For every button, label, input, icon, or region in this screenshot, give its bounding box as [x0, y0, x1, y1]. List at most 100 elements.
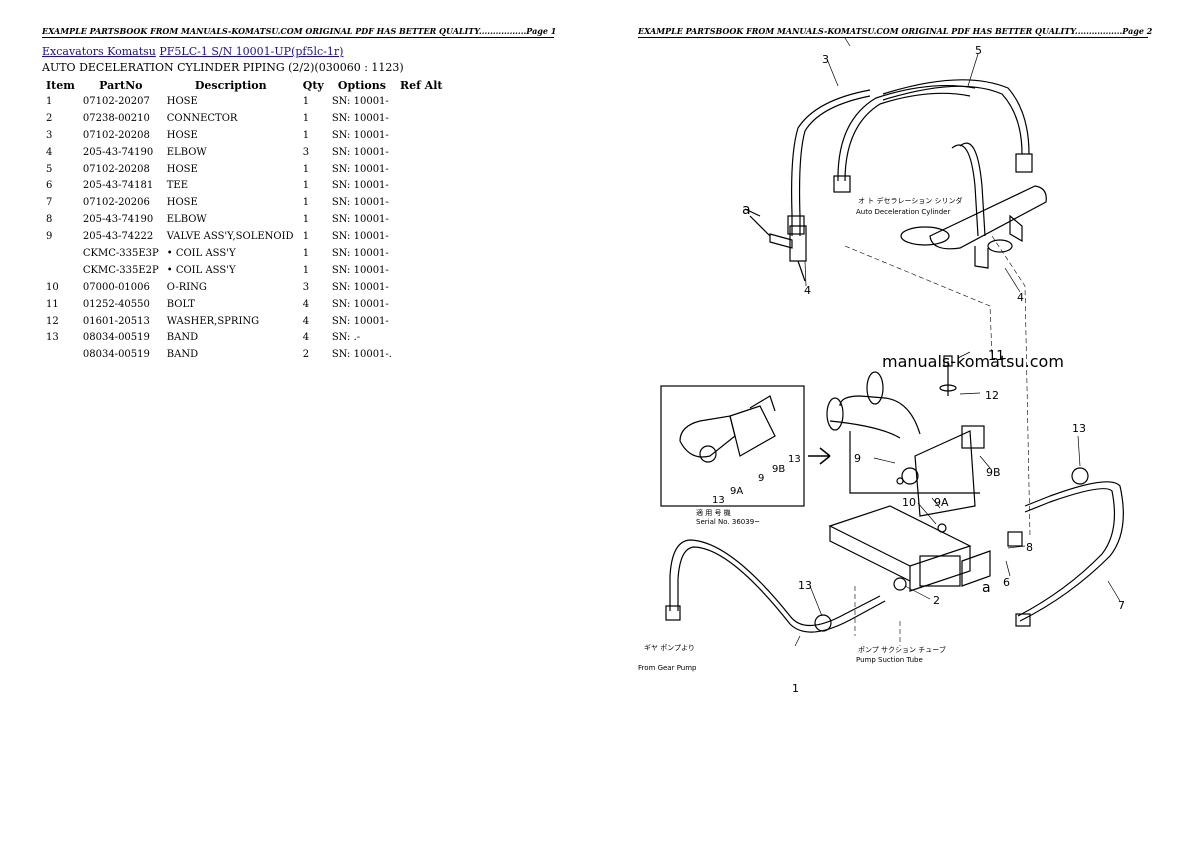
cell-partno: 07102-20206: [82, 197, 150, 209]
cell-qty: 2: [302, 349, 310, 361]
col-header-description: Description: [194, 78, 267, 92]
parts-diagram: 3 5 4 4 a 11 12 9 9A 9B 10 8 6 2 a 13 13…: [638, 37, 1125, 695]
cell-description: HOSE: [166, 197, 198, 209]
cell-qty: 4: [302, 298, 310, 310]
col-header-ref-alt: Ref Alt: [399, 78, 443, 92]
cell-item: [42, 346, 79, 363]
col-header-options: Options: [337, 78, 386, 92]
cell-qty: 4: [302, 332, 310, 344]
elbow-left: [744, 208, 807, 282]
cell-item: 4: [46, 146, 53, 158]
cell-options: SN: 10001-: [331, 197, 389, 209]
cell-options: SN: 10001-: [331, 95, 389, 107]
cell-qty: 1: [302, 214, 310, 226]
cell-description: • COIL ASS'Y: [166, 247, 236, 259]
breadcrumb-link-model[interactable]: PF5LC-1 S/N 10001-UP(pf5lc-1r): [159, 45, 344, 58]
hose-7: [1007, 467, 1124, 627]
callout: 4: [1017, 291, 1024, 304]
cell-ref-alt: [396, 144, 447, 161]
callout: 11: [988, 349, 1005, 364]
cell-ref-alt: [396, 329, 447, 346]
cell-options: SN: 10001-: [331, 146, 389, 158]
cell-description: WASHER,SPRING: [166, 315, 260, 327]
cell-item: 1: [46, 95, 53, 107]
cell-qty: 1: [302, 197, 310, 209]
cell-description: BAND: [166, 332, 199, 344]
auto-deceleration-cylinder: [900, 185, 1047, 269]
cell-partno: 01601-20513: [82, 315, 150, 327]
cell-ref-alt: [396, 110, 447, 127]
cell-options: SN: 10001-: [331, 264, 389, 276]
cell-qty: 1: [302, 112, 310, 124]
callout: 9B: [986, 466, 1001, 479]
cell-item: 6: [46, 180, 53, 192]
page2-header: EXAMPLE PARTSBOOK FROM MANUALS-KOMATSU.C…: [638, 26, 1153, 38]
cell-partno: 205-43-74190: [82, 214, 154, 226]
callout: 9B: [772, 464, 785, 475]
cell-qty: 3: [302, 146, 310, 158]
diagram-notes: オ ト デセラレーション シリンダ Auto Deceleration Cyli…: [638, 196, 963, 672]
cell-description: CONNECTOR: [166, 112, 238, 124]
cell-partno: 08034-00519: [82, 332, 150, 344]
breadcrumb-link-excavators[interactable]: Excavators Komatsu: [42, 45, 156, 58]
cell-item: 9: [46, 231, 53, 243]
callout: 8: [1026, 541, 1033, 554]
callout: 4: [804, 284, 811, 297]
hose-fitting: [787, 215, 805, 235]
cell-partno: 07102-20208: [82, 163, 150, 175]
cell-options: SN: 10001-: [331, 315, 389, 327]
cell-item: 5: [46, 163, 53, 175]
cell-item: 8: [46, 214, 53, 226]
cell-partno: 07102-20208: [82, 129, 150, 141]
col-header-partno: PartNo: [99, 78, 143, 92]
callout: 9: [758, 473, 764, 484]
cell-item: 13: [46, 332, 59, 344]
cell-partno: 08034-00519: [82, 349, 150, 361]
callout: 13: [788, 454, 801, 465]
cell-ref-alt: [396, 127, 447, 144]
cell-options: SN: 10001-: [331, 163, 389, 175]
callout: 13: [798, 579, 812, 592]
serial-en-label: Serial No. 36039~: [696, 518, 760, 526]
serial-jp-label: 適 用 号 機: [696, 508, 731, 517]
cell-description: ELBOW: [166, 146, 207, 158]
cell-options: SN: 10001-: [331, 180, 389, 192]
cell-ref-alt: [396, 93, 447, 110]
page-title: AUTO DECELERATION CYLINDER PIPING (2/2)(…: [42, 61, 404, 74]
cell-item: 2: [46, 112, 53, 124]
cell-ref-alt: [396, 228, 447, 245]
cell-ref-alt: [396, 313, 447, 330]
callout: 13: [712, 495, 725, 506]
cell-ref-alt: [396, 161, 447, 178]
reference-lines: [844, 235, 1031, 646]
cell-options: SN: 10001-: [331, 298, 389, 310]
cell-item: 10: [46, 281, 59, 293]
callout: 12: [985, 389, 999, 402]
leader-lines: [794, 37, 1121, 647]
col-header-qty: Qty: [302, 78, 324, 92]
cell-qty: 1: [302, 129, 310, 141]
cell-options: SN: 10001-: [331, 214, 389, 226]
cell-qty: 3: [302, 281, 310, 293]
cell-options: SN: 10001-.: [331, 349, 392, 361]
suction-jp-label: ポンプ サクション チューブ: [858, 645, 946, 654]
cell-description: BOLT: [166, 298, 195, 310]
callout: 7: [1118, 599, 1125, 612]
cell-ref-alt: [396, 211, 447, 228]
cell-item: 12: [46, 315, 59, 327]
cell-description: HOSE: [166, 129, 198, 141]
cell-partno: 07000-01006: [82, 281, 150, 293]
cell-qty: 1: [302, 95, 310, 107]
cell-description: HOSE: [166, 95, 198, 107]
